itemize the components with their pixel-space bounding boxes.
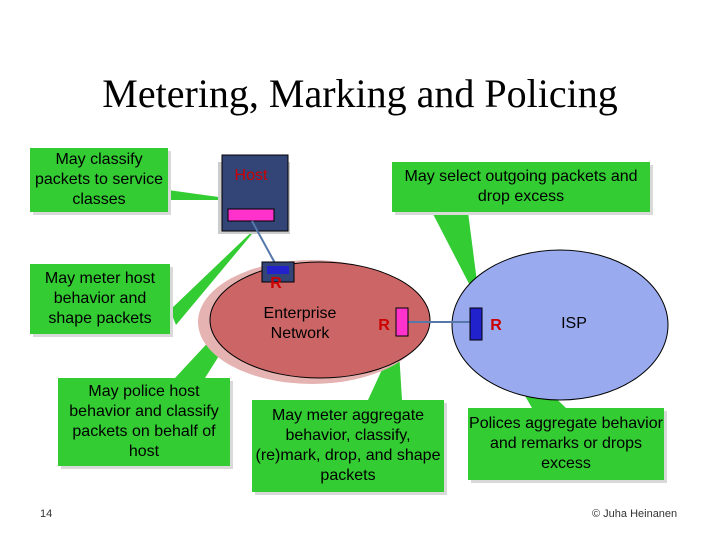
isp-network bbox=[451, 249, 669, 401]
host-label: Host bbox=[234, 167, 268, 184]
callout-police-host: May police host behavior and classify pa… bbox=[58, 378, 230, 466]
isp-label: ISP bbox=[561, 315, 587, 332]
router-isp-label: R bbox=[490, 317, 502, 334]
host-interface bbox=[227, 208, 275, 222]
router-ingress-label: R bbox=[270, 275, 282, 292]
enterprise-network bbox=[209, 261, 431, 379]
callout-classify: May classify packets to service classes bbox=[30, 148, 168, 212]
slide-title: Metering, Marking and Policing bbox=[102, 71, 618, 116]
router-edge-interface bbox=[395, 307, 409, 337]
host-link bbox=[251, 220, 277, 266]
router-edge-label: R bbox=[378, 317, 390, 334]
callout-police-aggregate: Polices aggregate behavior and remarks o… bbox=[468, 408, 664, 480]
pointer-meter-host bbox=[170, 222, 262, 325]
enterprise-network-label: Enterprise Network bbox=[263, 305, 337, 342]
page-number: 14 bbox=[40, 508, 53, 520]
callout-meter-aggregate: May meter aggregate behavior, classify, … bbox=[252, 400, 444, 492]
router-ingress-port bbox=[267, 266, 289, 274]
router-isp-interface bbox=[469, 307, 483, 341]
pointer-select-outgoing bbox=[432, 212, 480, 305]
callout-select-outgoing: May select outgoing packets and drop exc… bbox=[392, 162, 650, 212]
callout-meter-host: May meter host behavior and shape packet… bbox=[30, 264, 170, 334]
copyright: © Juha Heinanen bbox=[592, 508, 678, 520]
